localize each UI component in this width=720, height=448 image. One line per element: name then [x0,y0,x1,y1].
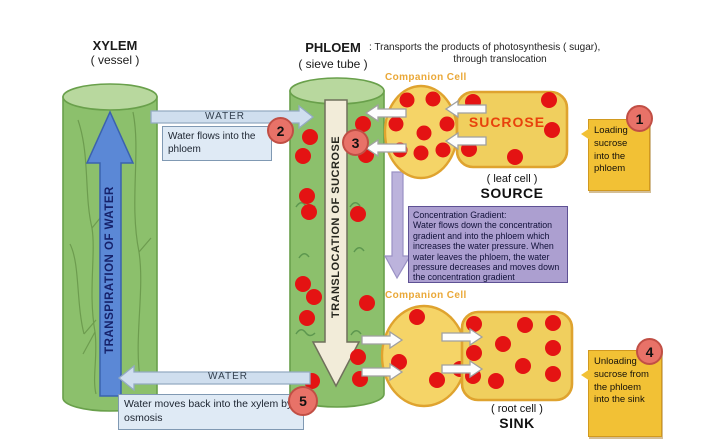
phloem-description-line1: : Transports the products of photosynthe… [369,42,601,53]
sticky-pointer-icon [581,128,590,140]
gradient-box-body: Water flows down the concentration gradi… [413,220,560,283]
source-label: SOURCE [480,185,544,201]
source-caption: ( leaf cell ) SOURCE [462,173,562,201]
gradient-box-title: Concentration Gradient: [413,210,507,220]
loading-sticky-text: Loading sucrose into the phloem [594,125,628,175]
sink-caption: ( root cell ) SINK [467,403,567,431]
step2-note: Water flows into the phloem [162,126,272,161]
water-top-label: WATER [205,111,245,122]
unloading-connector-arrows [361,327,484,382]
phloem-subtitle: ( sieve tube ) [298,57,368,71]
xylem-title: XYLEM [92,38,138,53]
sucrose-dots-phloem [295,116,375,389]
sticky-pointer-icon [581,369,590,381]
sink-cell [460,310,574,402]
sucrose-word: SUCROSE [468,114,546,130]
sink-label: SINK [499,415,535,431]
xylem-vein-lines [69,111,152,395]
step3-badge: 3 [342,129,369,156]
concentration-gradient-box: Concentration Gradient: Water flows down… [408,206,568,283]
step5-note: Water moves back into the xylem by osmos… [118,394,304,430]
unloading-sticky-text: Unloading sucrose from the phloem into t… [594,356,649,406]
step4-badge: 4 [636,338,663,365]
leaf-cell-label: ( leaf cell ) [486,173,538,185]
xylem-subtitle: ( vessel ) [90,53,140,67]
transpiration-of-water-label: TRANSPIRATION OF WATER [104,186,116,354]
translocation-of-sucrose-label: TRANSLOCATION OF SUCROSE [330,135,342,319]
phloem-title: PHLOEM [305,40,361,55]
step5-badge: 5 [288,386,318,416]
phloem-description-line2: through translocation [453,54,547,65]
sucrose-dots-source-companion [388,91,455,161]
source-companion-cell [383,84,459,180]
step1-badge: 1 [626,105,653,132]
water-bottom-label: WATER [208,371,248,382]
step2-badge: 2 [267,117,294,144]
root-cell-label: ( root cell ) [491,403,543,415]
water-arrow-bottom [117,364,311,392]
gradient-down-arrow [383,171,412,280]
transpiration-arrow [85,110,135,397]
source-companion-label: Companion Cell [385,72,467,83]
translocation-arrow [311,99,361,388]
loading-connector-arrows [364,99,487,158]
sink-companion-cell [380,304,468,408]
sink-companion-label: Companion Cell [385,290,467,301]
